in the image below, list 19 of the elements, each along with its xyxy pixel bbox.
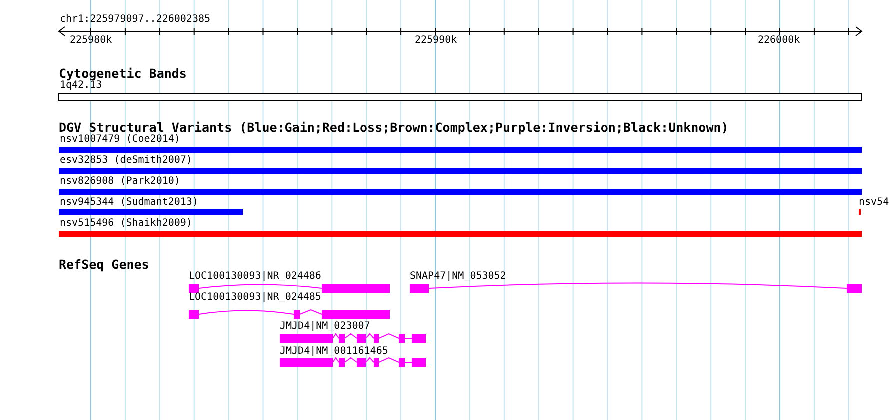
gene-label: LOC100130093|NR_024485 bbox=[189, 292, 322, 304]
track-title: DGV Structural Variants (Blue:Gain;Red:Loss;Brown:Complex;Purple:Inversion;Black:Unknown) bbox=[59, 121, 729, 135]
gene-label: JMJD4|NM_023007 bbox=[280, 321, 370, 333]
gene-label: LOC100130093|NR_024486 bbox=[189, 271, 322, 283]
variant-label: nsv54 bbox=[859, 197, 890, 209]
track-title: RefSeq Genes bbox=[59, 258, 150, 272]
coordinate-label: chr1:225979097..226002385 bbox=[60, 14, 211, 26]
tick-label: 226000k bbox=[758, 35, 800, 47]
variant-label: nsv1007479 (Coe2014) bbox=[60, 134, 180, 146]
variant-label: nsv515496 (Shaikh2009) bbox=[60, 218, 192, 230]
track-title: Cytogenetic Bands bbox=[59, 67, 187, 81]
variant-label: nsv826908 (Park2010) bbox=[60, 176, 180, 188]
band-label: 1q42.13 bbox=[60, 80, 102, 92]
gene-label: SNAP47|NM_053052 bbox=[410, 271, 506, 283]
variant-label: nsv945344 (Sudmant2013) bbox=[60, 197, 198, 209]
gene-label: JMJD4|NM_001161465 bbox=[280, 346, 388, 358]
variant-label: esv32853 (deSmith2007) bbox=[60, 155, 192, 167]
tick-label: 225990k bbox=[415, 35, 458, 47]
tick-label: 225980k bbox=[70, 35, 112, 47]
